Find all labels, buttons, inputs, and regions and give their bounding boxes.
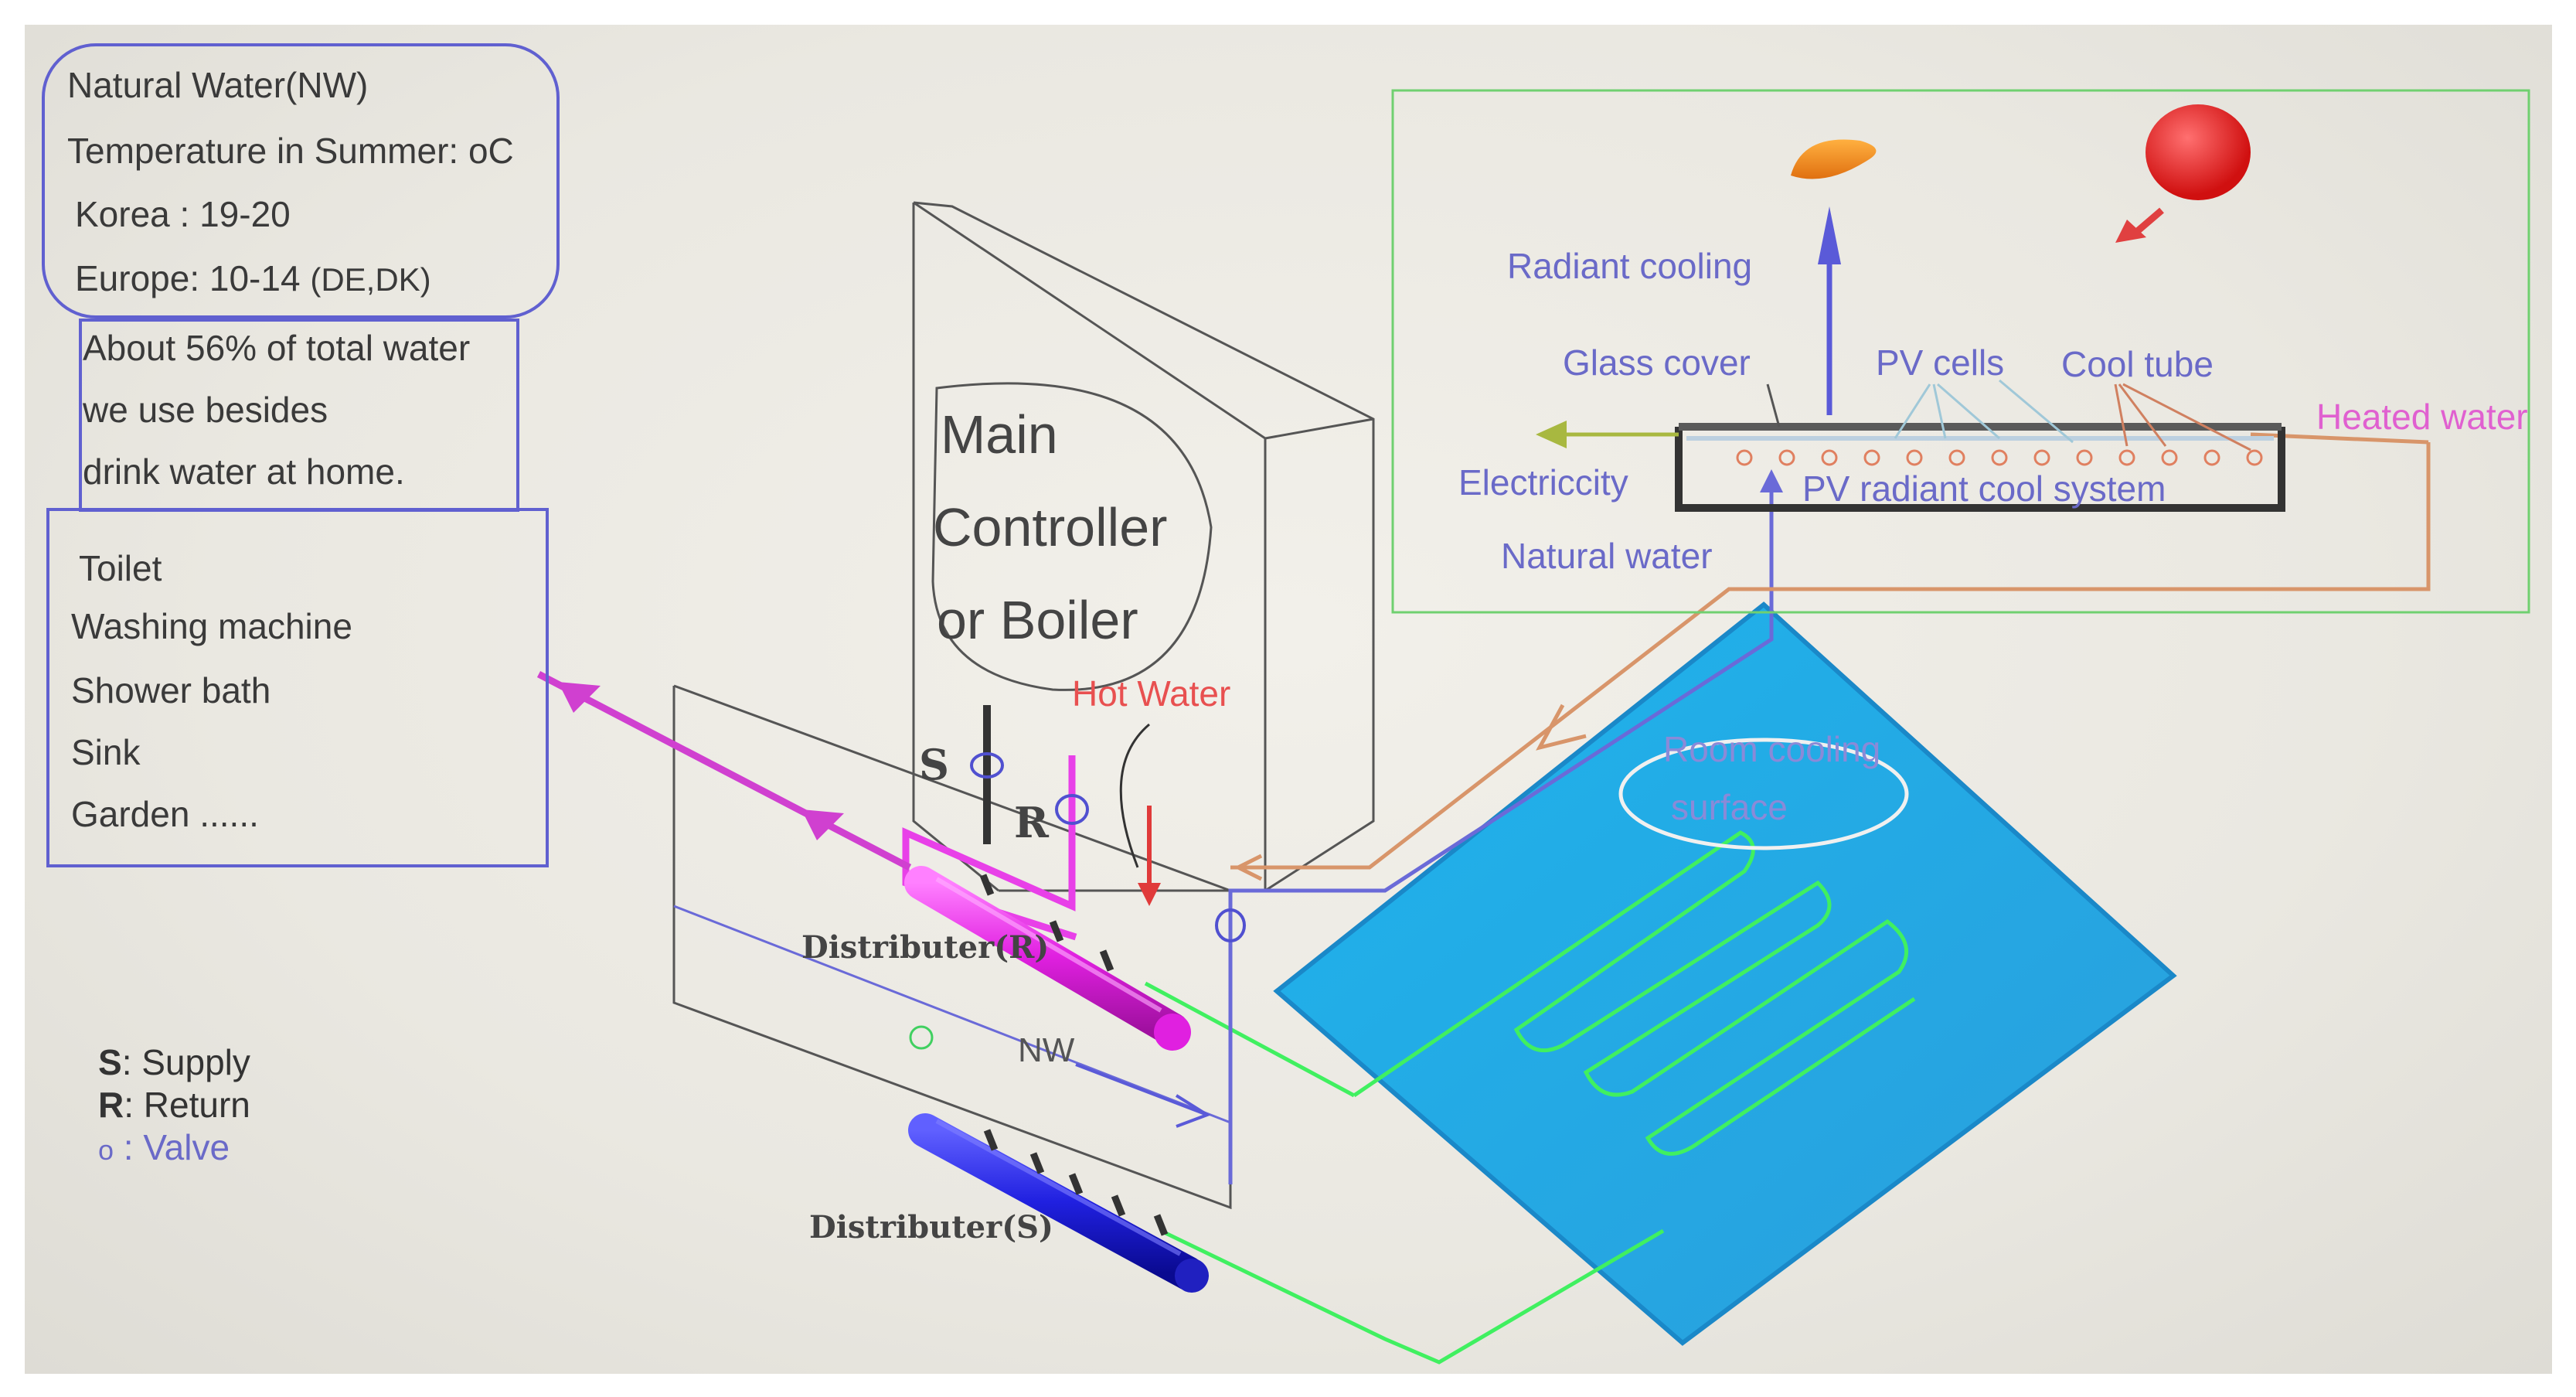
nw-flow-arrow xyxy=(1075,1063,1211,1128)
outlet-arrow-icon xyxy=(558,682,601,713)
pv-system-label: PV radiant cool system xyxy=(1802,469,2166,509)
sun-icon xyxy=(2146,104,2251,200)
uses-item-shower: Shower bath xyxy=(71,670,271,710)
controller-line-2: Controller xyxy=(933,497,1168,557)
return-valve-icon xyxy=(1055,794,1089,825)
controller-box xyxy=(912,201,1375,892)
nw-title: Natural Water(NW) xyxy=(67,65,369,105)
legend-valve-key: o xyxy=(98,1134,114,1166)
controller-line-1: Main xyxy=(941,404,1058,465)
legend-supply-text: : Supply xyxy=(121,1042,250,1082)
legend-valve: o : Valve xyxy=(98,1126,230,1168)
distributer-r-label: Distributer(R) xyxy=(801,929,1050,966)
hot-water-pointer xyxy=(1119,723,1150,868)
distributer-s xyxy=(908,1113,1209,1293)
green-return-line xyxy=(1144,981,1356,1098)
legend-valve-text: : Valve xyxy=(114,1127,230,1167)
sun-ray-arrow-icon xyxy=(2115,220,2146,243)
serpentine-pipe xyxy=(1353,830,1916,1156)
nw-temp-unit: oC xyxy=(468,131,514,171)
usage-line-1: About 56% of total water xyxy=(83,328,471,368)
diagram-canvas: Natural Water(NW) Temperature in Summer:… xyxy=(25,25,2552,1374)
radiant-cooling-label: Radiant cooling xyxy=(1507,246,1753,286)
legend-return-text: : Return xyxy=(124,1085,250,1125)
green-supply-line xyxy=(1159,1228,1665,1365)
sun-ray-line xyxy=(2132,207,2164,237)
nw-europe-label: Europe: 10-14 xyxy=(75,258,301,298)
uses-item-washing-machine: Washing machine xyxy=(71,606,352,646)
room-cooling-label-1: Room cooling xyxy=(1663,729,1881,769)
nw-korea: Korea : 19-20 xyxy=(75,194,291,234)
distributer-s-label: Distributer(S) xyxy=(809,1209,1053,1245)
usage-line-3: drink water at home. xyxy=(83,451,405,492)
sky-icon xyxy=(1791,139,1877,179)
supply-valve-icon xyxy=(970,752,1004,779)
glass-cover-label: Glass cover xyxy=(1563,342,1751,383)
nw-info-box xyxy=(42,43,560,319)
electricity-arrow-icon xyxy=(1536,421,1567,448)
hot-water-arrow-icon xyxy=(1138,883,1161,906)
supply-letter: S xyxy=(919,740,949,789)
legend-supply-key: S xyxy=(98,1042,122,1082)
pv-cells-label: PV cells xyxy=(1876,342,2005,383)
nw-temperature: Temperature in Summer: oC xyxy=(67,133,514,169)
outlet-pink-pipe xyxy=(536,671,912,871)
uses-list-box xyxy=(46,508,549,867)
nw-europe-note: (DE,DK) xyxy=(310,261,431,298)
legend-supply: S: Supply xyxy=(98,1041,250,1083)
heated-water-label: Heated water xyxy=(2316,397,2528,437)
diagram-graphics xyxy=(536,89,2530,1365)
nw-temp-label: Temperature in Summer: xyxy=(67,131,468,171)
uses-item-sink: Sink xyxy=(71,732,141,772)
nw-main-valve-icon xyxy=(1215,908,1246,942)
nw-europe: Europe: 10-14 (DE,DK) xyxy=(75,261,431,296)
hot-water-label: Hot Water xyxy=(1072,673,1231,714)
controller-line-3: or Boiler xyxy=(937,590,1138,650)
pv-panel-frame xyxy=(1391,89,2530,614)
natural-water-line xyxy=(1228,481,1774,1184)
nw-valve-icon xyxy=(909,1025,934,1050)
heated-water-line xyxy=(1230,442,2431,870)
nw-label: NW xyxy=(1018,1031,1075,1069)
room-cooling-ellipse xyxy=(1618,738,1909,850)
uses-item-garden: Garden ...... xyxy=(71,794,259,834)
uses-item-toilet: Toilet xyxy=(79,548,162,588)
electricity-label: Electriccity xyxy=(1458,462,1628,503)
legend-return: R: Return xyxy=(98,1084,250,1126)
usage-line-2: we use besides xyxy=(83,390,328,430)
pv-device xyxy=(1675,379,2285,512)
return-letter: R xyxy=(1014,798,1049,847)
radiant-cooling-arrow-icon xyxy=(1818,206,1841,264)
legend-return-key: R xyxy=(98,1085,124,1125)
room-cooling-panel xyxy=(1273,601,2177,1346)
cool-tube-label: Cool tube xyxy=(2061,344,2214,384)
natural-water-label: Natural water xyxy=(1501,536,1713,576)
distributer-r xyxy=(904,866,1191,1051)
room-cooling-label-2: surface xyxy=(1671,787,1788,827)
